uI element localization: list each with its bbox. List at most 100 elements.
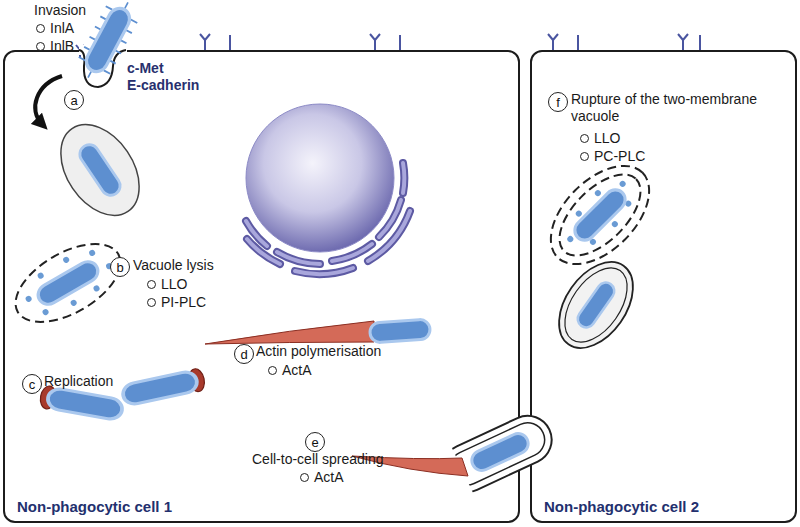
two-membrane-vacuole bbox=[544, 248, 648, 361]
label-item: InlB bbox=[36, 38, 74, 55]
nucleus-part-part bbox=[246, 163, 410, 274]
nucleus-part bbox=[246, 104, 394, 252]
lysing-vacuole-part bbox=[34, 258, 101, 308]
lysing-vacuole-part-part bbox=[88, 249, 96, 257]
cell-name: Non-phagocytic cell 1 bbox=[17, 498, 172, 515]
lysing-vacuole-part-part bbox=[70, 299, 78, 307]
step-label: Actin polymerisation bbox=[256, 343, 381, 360]
lysing-vacuole-part-part bbox=[92, 284, 100, 292]
nucleus-part-part-part bbox=[368, 211, 410, 261]
lysing-vacuole-part-part bbox=[105, 262, 113, 270]
double-membrane-vacuole-part-part bbox=[589, 238, 597, 246]
nucleus-part-part-part bbox=[277, 252, 320, 264]
cell-outline: Non-phagocytic cell 2 f bbox=[530, 50, 797, 523]
nucleus-part-part-part bbox=[332, 244, 372, 261]
label-item: ActA bbox=[300, 469, 344, 486]
uptake-arrow bbox=[35, 76, 62, 124]
invasion-pocket bbox=[79, 45, 127, 87]
step-letter-circle: d bbox=[234, 344, 254, 364]
double-membrane-vacuole-part-part bbox=[594, 189, 602, 197]
lysing-vacuole-part-part bbox=[37, 272, 45, 280]
step-label: Rupture of the two-membrane vacuole bbox=[571, 91, 786, 125]
lysing-vacuole-part-part bbox=[62, 256, 70, 264]
single-membrane-vacuole bbox=[45, 110, 156, 230]
membrane-receptors-part bbox=[200, 34, 230, 50]
step-letter: e bbox=[311, 436, 318, 449]
replicating-bacteria-part-part bbox=[121, 370, 199, 406]
replicating-bacteria-part bbox=[121, 367, 206, 407]
step-letter: c bbox=[29, 378, 36, 391]
label-item: c-Met bbox=[127, 60, 164, 77]
bullet-mark bbox=[147, 298, 156, 307]
label-item: LLO bbox=[147, 276, 187, 293]
step-letter-circle: e bbox=[305, 432, 325, 452]
step-label: c-Met bbox=[127, 60, 164, 77]
label-item: Rupture of the two-membrane vacuole bbox=[571, 91, 786, 125]
cell-protrusion bbox=[431, 406, 560, 503]
replicating-bacteria-part-part bbox=[187, 367, 206, 393]
nucleus-part-part-part bbox=[379, 200, 401, 237]
invading-bacterium-part bbox=[83, 5, 134, 76]
double-membrane-vacuole-part-part bbox=[624, 199, 632, 207]
nucleus-part-part-part bbox=[247, 239, 280, 264]
double-membrane-vacuole-part bbox=[557, 172, 643, 258]
nucleus-part-part-part bbox=[332, 244, 372, 261]
membrane-receptors-part bbox=[76, 45, 84, 58]
nucleus bbox=[246, 104, 410, 274]
two-membrane-vacuole-part bbox=[574, 279, 617, 331]
nucleus-part-part-part bbox=[295, 268, 353, 274]
double-membrane-vacuole-part bbox=[546, 161, 655, 270]
nucleus-part-part-part bbox=[368, 211, 410, 261]
two-membrane-vacuole-part bbox=[552, 257, 639, 353]
lysing-vacuole bbox=[3, 228, 133, 338]
double-membrane-vacuole-part bbox=[571, 186, 630, 245]
lysing-vacuole-part-part bbox=[41, 308, 49, 316]
label-item: Cell-to-cell spreading bbox=[252, 451, 384, 468]
protein-name: InlB bbox=[50, 38, 74, 55]
label-item: PI-PLC bbox=[147, 294, 206, 311]
membrane-receptors-part bbox=[548, 34, 578, 50]
nucleus-part bbox=[246, 163, 410, 274]
label-item: ActA bbox=[268, 362, 312, 379]
cell-protrusion-part bbox=[444, 417, 550, 490]
nucleus-part-part-part bbox=[277, 252, 320, 264]
step-label: Invasion bbox=[34, 2, 86, 19]
nucleus-part-part-part bbox=[403, 163, 404, 193]
cell-protrusion-part bbox=[435, 408, 560, 500]
double-membrane-vacuole-part-part bbox=[566, 235, 574, 243]
double-membrane-vacuole-part-part bbox=[618, 180, 626, 188]
protein-name: PI-PLC bbox=[161, 294, 206, 311]
protein-name: LLO bbox=[161, 276, 187, 293]
step-label: E-cadherin bbox=[127, 77, 199, 94]
label-item: Actin polymerisation bbox=[256, 343, 381, 360]
step-label: Vacuole lysis bbox=[133, 257, 214, 274]
label-item: Replication bbox=[44, 373, 113, 390]
replicating-bacteria-part-part bbox=[46, 387, 124, 421]
single-membrane-vacuole-part bbox=[76, 141, 124, 199]
step-letter: b bbox=[116, 261, 123, 274]
protein-name: ActA bbox=[314, 469, 344, 486]
replicating-bacteria-part bbox=[39, 385, 124, 422]
membrane-receptors-part bbox=[678, 34, 700, 50]
two-membrane-vacuole-part bbox=[544, 248, 648, 361]
step-letter-circle: b bbox=[110, 257, 130, 277]
lysing-vacuole-part bbox=[3, 228, 133, 338]
step-letter: f bbox=[556, 96, 560, 109]
nucleus-part-part-part bbox=[246, 221, 267, 246]
invasion-pocket-part bbox=[79, 50, 126, 87]
bullet-mark bbox=[300, 473, 309, 482]
protein-name: InlA bbox=[50, 20, 74, 37]
label-item: E-cadherin bbox=[127, 77, 199, 94]
single-membrane-vacuole-part bbox=[45, 110, 156, 230]
double-membrane-vacuole-part bbox=[533, 148, 667, 282]
step-letter: d bbox=[240, 348, 247, 361]
bullet-mark bbox=[147, 280, 156, 289]
cell-name: Non-phagocytic cell 2 bbox=[544, 498, 699, 515]
step-letter-circle: c bbox=[22, 374, 42, 394]
bullet-mark bbox=[268, 366, 277, 375]
bullet-mark bbox=[580, 152, 589, 161]
protein-name: LLO bbox=[594, 130, 620, 147]
label-item: InlA bbox=[36, 20, 74, 37]
